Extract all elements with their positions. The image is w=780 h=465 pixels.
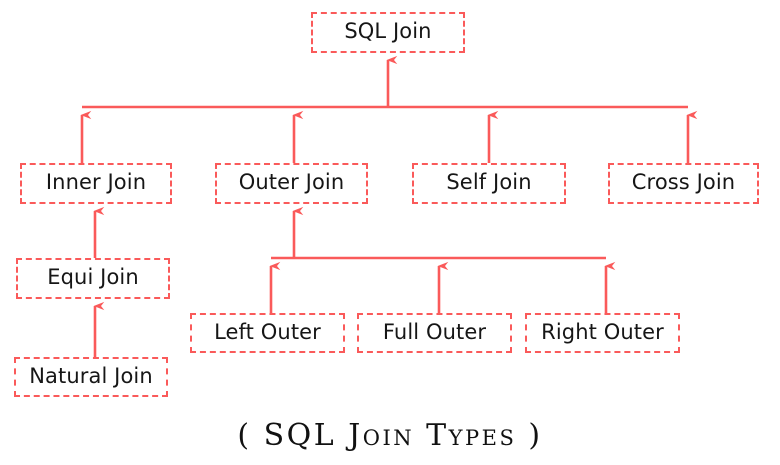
node-cross-join-label: Cross Join <box>631 170 736 194</box>
node-outer-join-label: Outer Join <box>238 170 345 194</box>
node-left-outer-label: Left Outer <box>214 319 321 344</box>
node-self-join-label: Self Join <box>446 170 532 194</box>
node-sql-join[interactable]: SQL Join <box>311 12 465 53</box>
node-inner-join[interactable]: Inner Join <box>20 163 172 204</box>
node-full-outer[interactable]: Full Outer <box>357 313 512 353</box>
node-full-outer-label: Full Outer <box>382 319 487 344</box>
node-self-join[interactable]: Self Join <box>412 163 566 204</box>
node-natural-join-label: Natural Join <box>29 363 153 388</box>
node-cross-join[interactable]: Cross Join <box>608 163 759 204</box>
node-sql-join-label: SQL Join <box>344 19 432 43</box>
node-inner-join-label: Inner Join <box>45 170 147 194</box>
node-right-outer-label: Right Outer <box>541 319 664 344</box>
diagram-caption: ( SQL Join Types ) <box>237 418 543 453</box>
node-outer-join[interactable]: Outer Join <box>215 163 368 204</box>
node-equi-join-label: Equi Join <box>47 265 139 289</box>
node-left-outer[interactable]: Left Outer <box>190 313 345 353</box>
node-right-outer[interactable]: Right Outer <box>525 313 680 353</box>
node-natural-join[interactable]: Natural Join <box>14 357 168 397</box>
node-equi-join[interactable]: Equi Join <box>16 258 170 299</box>
